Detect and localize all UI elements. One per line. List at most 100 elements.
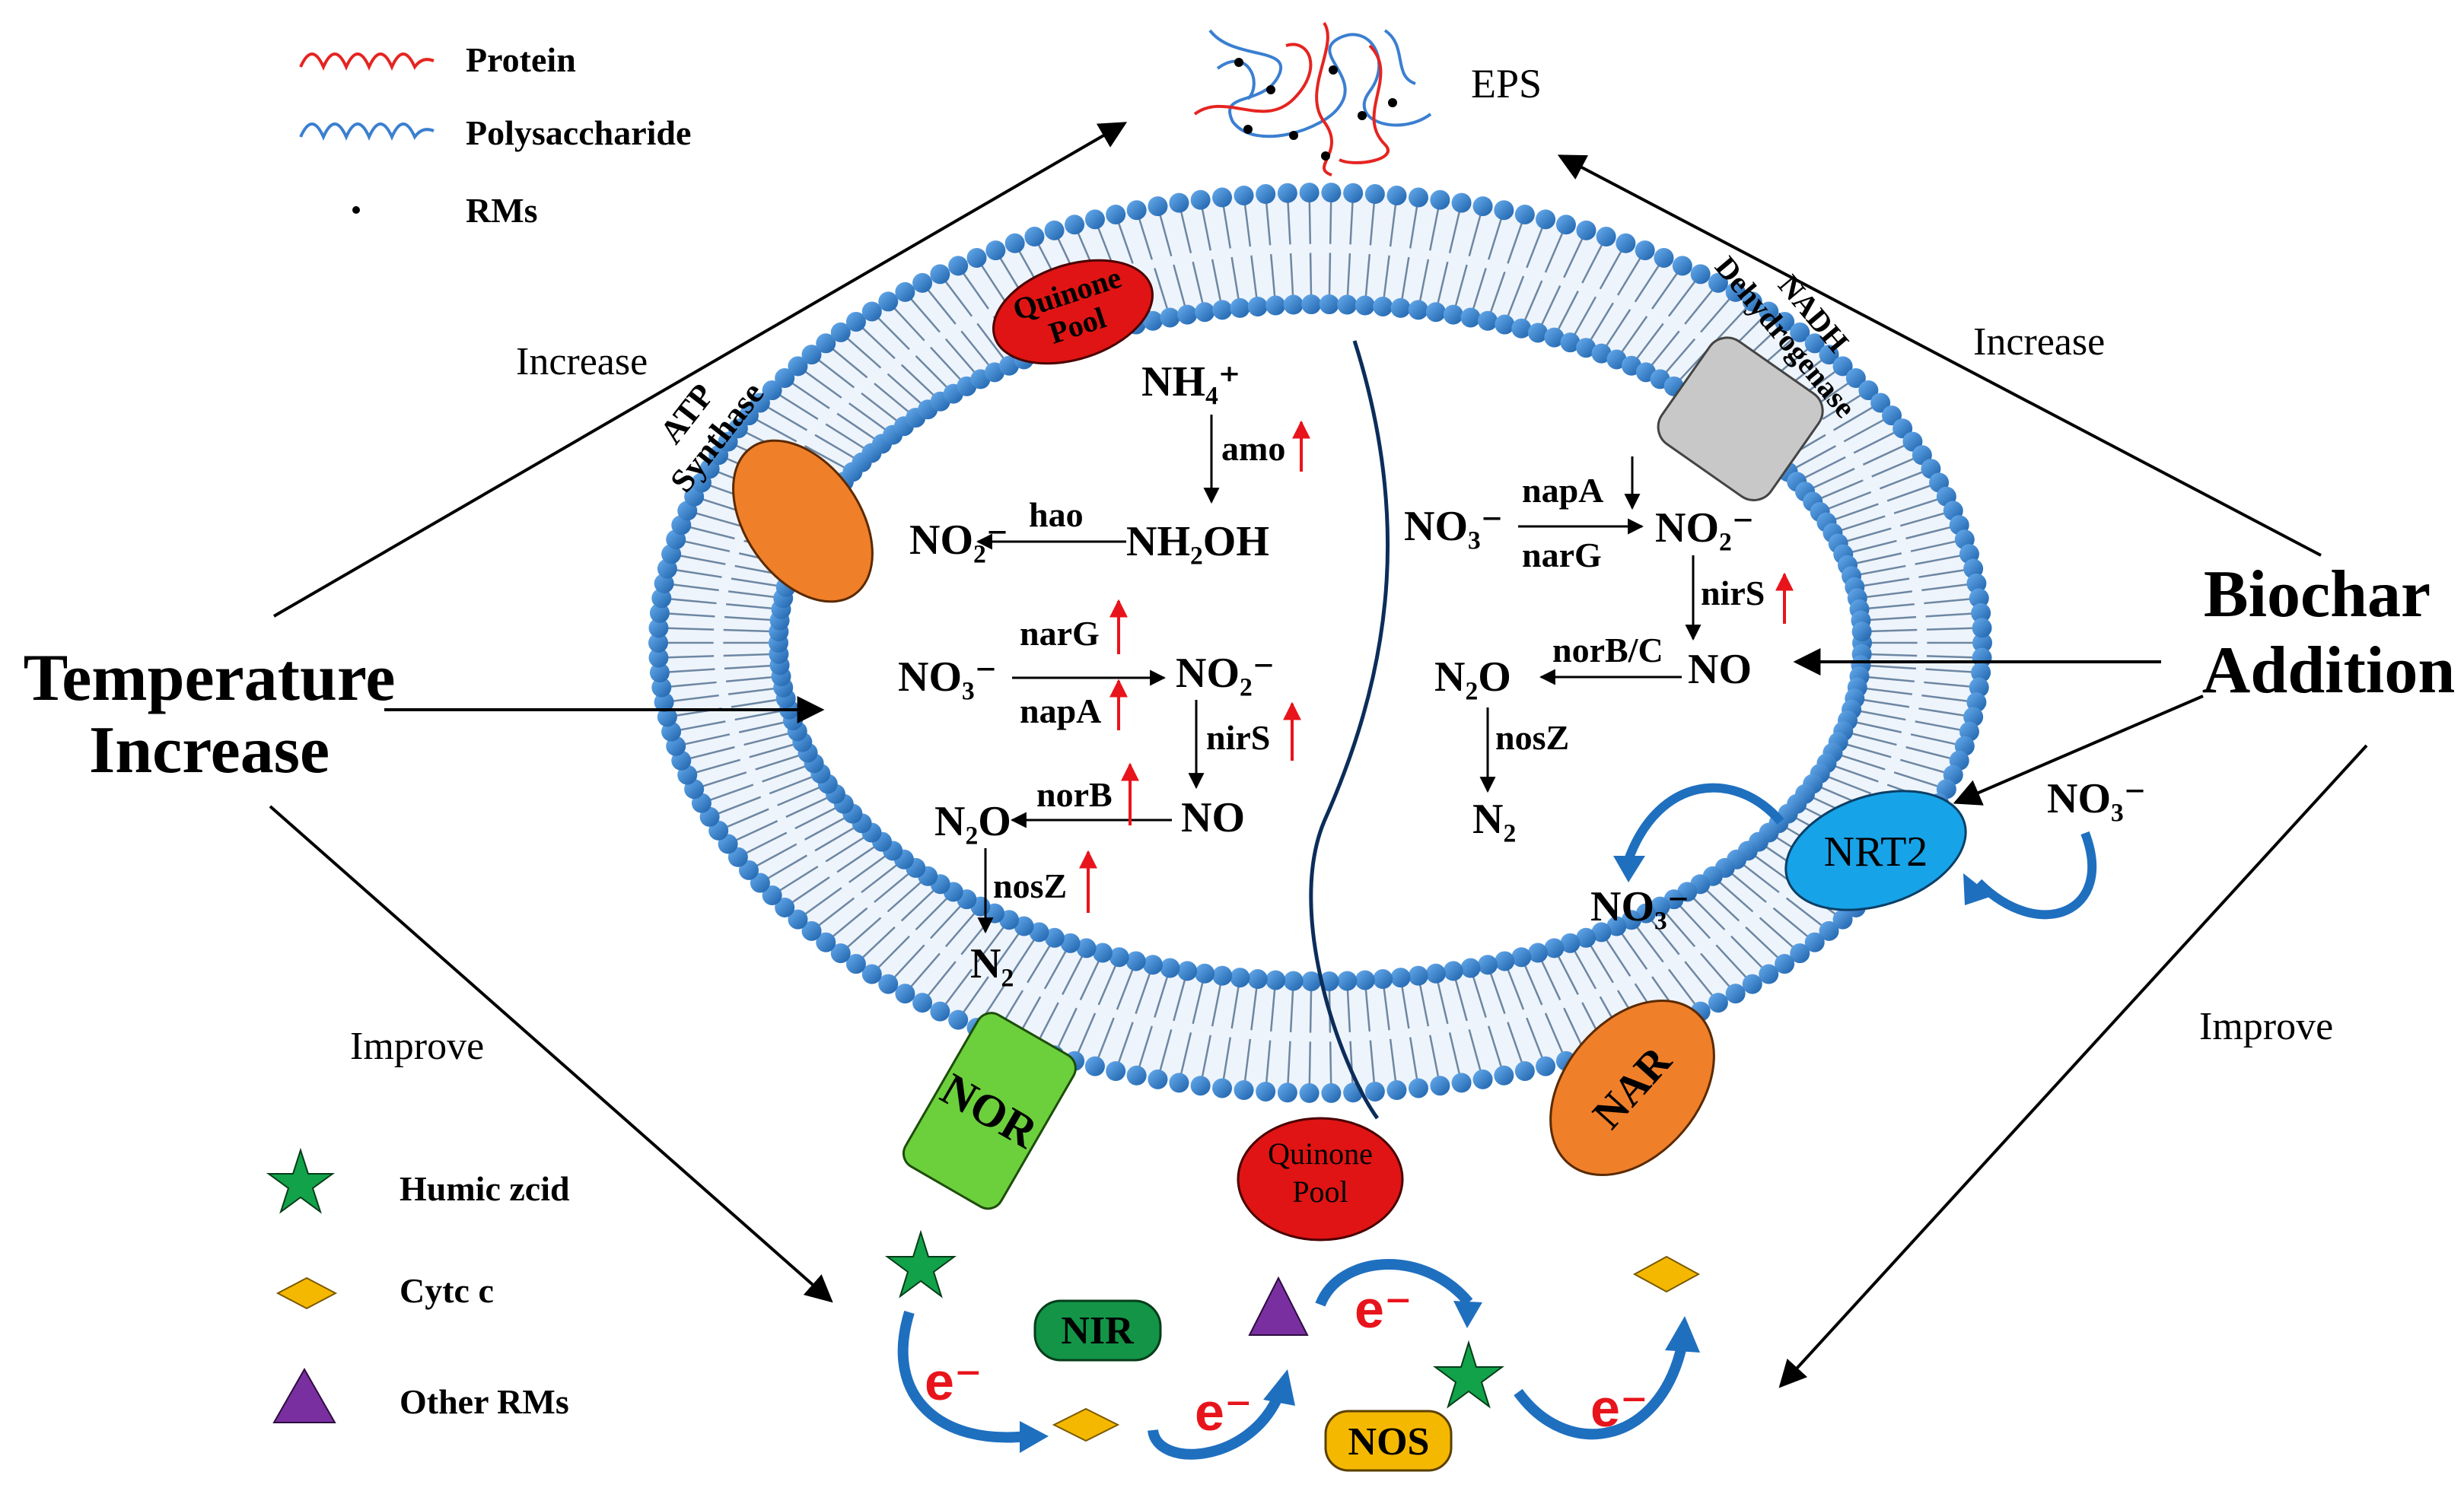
chem-no2-b: NO₂⁻	[1176, 650, 1275, 697]
atp-synthase	[732, 439, 874, 603]
lipid-head	[1596, 227, 1616, 247]
lipid-head	[1460, 307, 1481, 328]
lipid-head	[1230, 968, 1250, 988]
lipid-head	[1195, 963, 1215, 984]
lipid-head	[1265, 970, 1286, 990]
nir-label: NIR	[1061, 1309, 1135, 1353]
lipid-head	[1555, 215, 1576, 235]
lipid-head	[1142, 955, 1163, 975]
lipid-head	[1528, 943, 1549, 963]
lipid-head	[1606, 349, 1627, 370]
lipid-head	[1972, 618, 1992, 638]
legend-other-rms-label: Other RMs	[400, 1382, 569, 1421]
lipid-head	[1511, 318, 1532, 339]
quinone-bottom-line2: Pool	[1292, 1175, 1348, 1209]
lipid-head	[1443, 304, 1463, 325]
improve-left-label: Improve	[350, 1025, 484, 1068]
electron-chain: e⁻ NIR e⁻ e⁻ NOS e⁻	[884, 1229, 1701, 1472]
quinone-pool-bottom: Quinone Pool	[1237, 1117, 1404, 1241]
lipid-head	[1430, 189, 1450, 210]
lipid-head	[1443, 961, 1463, 981]
lipid-head	[1672, 256, 1692, 276]
lipid-head	[648, 633, 668, 653]
lipid-head	[1819, 920, 1839, 941]
humic-star-1-icon	[884, 1229, 957, 1299]
lipid-head	[1606, 916, 1627, 936]
lipid-head	[801, 345, 822, 365]
lipid-head	[1126, 200, 1147, 221]
lipid-head	[657, 707, 677, 727]
lipid-head	[1142, 310, 1163, 331]
lipid-head	[985, 240, 1006, 261]
lipid-head	[1742, 291, 1762, 312]
lipid-head	[762, 380, 782, 401]
lipid-head	[1819, 345, 1839, 365]
lipid-head	[1591, 922, 1612, 943]
lipid-head	[649, 663, 670, 683]
right-pathway: NO₃⁻ napA narG NO₂⁻ nirS NO norB/C N₂O n…	[1404, 456, 1794, 843]
lipid-head	[1408, 965, 1428, 986]
lipid-head	[1621, 910, 1641, 930]
other-rms-triangle-1-icon	[1248, 1276, 1309, 1336]
enzyme-narG-right: narG	[1522, 536, 1602, 574]
lipid-head	[1971, 602, 1991, 623]
lipid-head	[1451, 1073, 1472, 1093]
lipid-head	[1283, 971, 1304, 991]
legend-bottom: Humic zcid Cytc c Other RMs	[266, 1147, 570, 1423]
lipid-head	[930, 264, 950, 285]
quinone-bottom-line1: Quinone	[1268, 1137, 1373, 1171]
nrt2-label: NRT2	[1824, 828, 1928, 876]
enzyme-hao: hao	[1029, 495, 1084, 534]
lipid-head	[1364, 184, 1385, 205]
lipid-head	[1076, 938, 1097, 958]
lipid-head	[1283, 294, 1304, 315]
lipid-head	[912, 993, 933, 1013]
lipid-head	[1044, 220, 1065, 240]
lipid-head	[649, 602, 670, 623]
enzyme-nosZ-left: nosZ	[993, 866, 1067, 905]
lipid-head	[654, 573, 674, 593]
lipid-head	[750, 393, 770, 413]
nar-protein: NAR	[1549, 999, 1715, 1177]
lipid-head	[1160, 307, 1180, 328]
nos-label: NOS	[1348, 1420, 1430, 1464]
chem-no3-outside: NO₃⁻	[1590, 883, 1689, 930]
cytc-diamond-2-icon	[1632, 1255, 1701, 1293]
chem-no-left: NO	[1181, 794, 1245, 841]
lipid-head	[1234, 1080, 1254, 1101]
legend-top: Protein Polysaccharide RMs	[299, 40, 691, 230]
lipid-head	[1060, 933, 1081, 953]
lipid-head	[1014, 916, 1034, 936]
lipid-head	[1870, 393, 1891, 413]
lipid-head	[1321, 183, 1342, 203]
lipid-head	[1472, 1069, 1493, 1089]
lipid-head	[1804, 932, 1825, 952]
lipid-head	[878, 974, 899, 994]
lipid-head	[1177, 961, 1198, 981]
lipid-head	[1390, 968, 1411, 988]
lipid-head	[1804, 333, 1825, 354]
lipid-head	[1759, 964, 1779, 984]
lipid-head	[1408, 1078, 1428, 1098]
lipid-head	[1247, 296, 1268, 316]
lipid-head	[1528, 323, 1549, 343]
lipid-head	[1195, 302, 1215, 323]
enzyme-narG-left: narG	[1020, 614, 1100, 653]
lipid-head	[830, 943, 851, 964]
lipid-head	[1212, 965, 1233, 986]
lipid-head	[861, 964, 882, 984]
legend-protein-label: Protein	[466, 40, 576, 79]
arrow-biochar-to-eps	[1557, 154, 2322, 557]
lipid-head	[801, 920, 822, 941]
lipid-head	[1337, 971, 1358, 991]
lipid-head	[1355, 295, 1375, 316]
lipid-head	[1084, 1056, 1105, 1076]
lipid-head	[1004, 233, 1025, 253]
lipid-head	[1963, 558, 1984, 579]
lipid-head	[1742, 974, 1762, 994]
lipid-head	[762, 885, 782, 905]
chem-no3-incoming: NO₃⁻	[2047, 775, 2146, 822]
lipid-head	[1430, 1076, 1450, 1096]
enzyme-nosZ-right: nosZ	[1495, 718, 1569, 757]
lipid-head	[1451, 192, 1472, 213]
